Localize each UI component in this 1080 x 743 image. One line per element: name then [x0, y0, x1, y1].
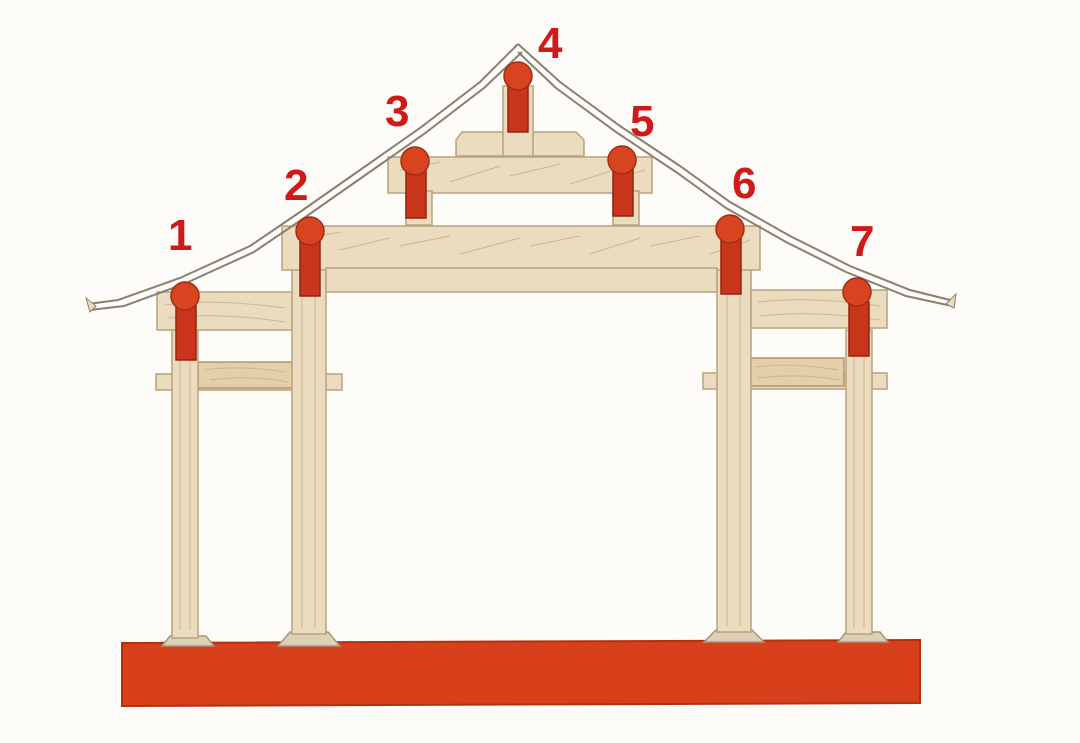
purlin-3 — [400, 146, 430, 219]
purlin-7 — [842, 277, 872, 357]
column-base-2 — [276, 631, 342, 647]
label-2: 2 — [284, 161, 308, 210]
left-eave-tip — [85, 296, 97, 313]
main-beam — [281, 225, 761, 271]
column-outer-left — [171, 329, 199, 639]
purlin-6 — [715, 214, 745, 295]
label-6: 6 — [732, 159, 756, 208]
purlin-1 — [170, 281, 200, 361]
right-eave-tip — [945, 292, 957, 309]
label-7: 7 — [850, 217, 874, 266]
column-base-6 — [702, 629, 766, 643]
purlin-2 — [295, 216, 325, 297]
lower-main-tie — [325, 267, 718, 293]
column-inner-left — [291, 261, 327, 635]
label-3: 3 — [385, 87, 409, 136]
label-4: 4 — [538, 19, 563, 68]
label-1: 1 — [168, 211, 192, 260]
foundation-platform — [121, 638, 921, 708]
column-inner-right — [716, 261, 752, 633]
label-5: 5 — [630, 97, 654, 146]
purlin-4 — [503, 61, 533, 133]
column-outer-right — [845, 329, 873, 635]
purlin-5 — [607, 145, 637, 217]
